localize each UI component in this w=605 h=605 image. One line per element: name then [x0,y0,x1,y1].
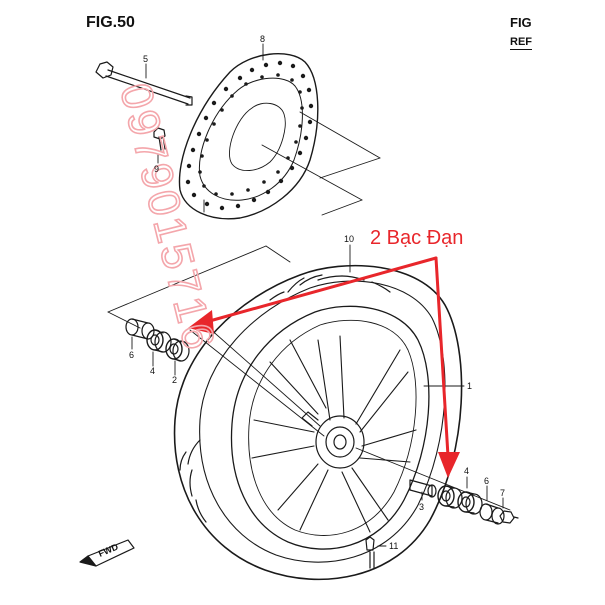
left-oil-seal [146,329,172,353]
part-number-9: 9 [154,164,159,174]
part-number-10: 10 [344,234,354,244]
tire-valve [365,536,375,569]
axle-sleeve [409,479,437,498]
part-number-4-left: 4 [150,366,155,376]
tire [173,264,463,581]
right-bearing [437,485,463,509]
brake-disc [178,53,319,220]
figure-cut-ref: REF [510,36,532,50]
part-number-1: 1 [467,381,472,391]
part-number-8: 8 [260,34,265,44]
figure-cut-title: FIG [510,15,532,30]
part-number-11: 11 [389,541,398,551]
annotation-label: 2 Bạc Đạn [370,227,463,249]
left-bearing [165,338,190,362]
part-tick-lines [131,43,504,547]
axle-centerline [189,319,511,511]
part-number-4-right: 4 [464,466,469,476]
left-spacer [125,318,155,340]
annotation-arrows [188,256,460,478]
figure-title: FIG.50 [86,14,135,31]
part-number-2: 2 [172,375,177,385]
right-oil-seal [457,491,483,515]
axle-bolt [95,61,193,106]
part-number-7: 7 [500,488,505,498]
part-number-3: 3 [419,502,424,512]
part-number-6-right: 6 [484,476,489,486]
rim [230,305,430,550]
wheel-hub [301,411,365,469]
wheel-spokes [251,335,417,533]
part-number-5: 5 [143,54,148,64]
fwd-direction-badge [79,539,135,567]
disc-bolt [153,127,166,151]
leader-lines [107,111,381,329]
right-spacer [479,503,505,525]
watermark-phone-number: 0979015716 [110,79,224,357]
part-number-6-left: 6 [129,350,134,360]
axle-nut [499,510,519,524]
